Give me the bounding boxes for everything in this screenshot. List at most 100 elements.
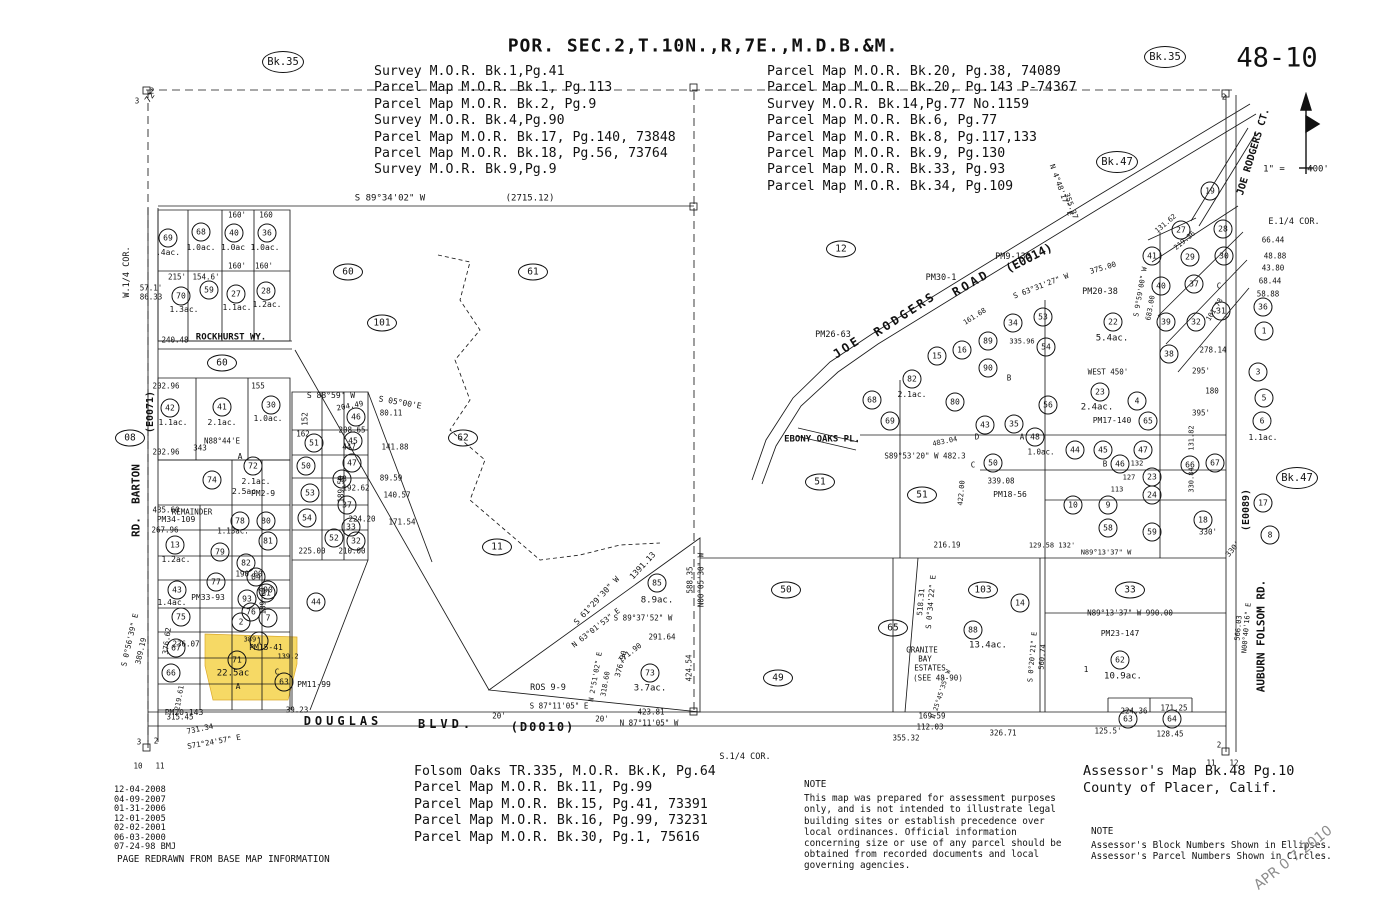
map-label: GRANITE (906, 645, 938, 655)
map-label: B (1006, 373, 1012, 383)
parcel-circle: 50 (296, 456, 316, 476)
parcel-circle: 69 (158, 228, 178, 248)
reference-line: Parcel Map M.O.R. Bk.18, Pg.56, 73764 (374, 146, 668, 162)
block-ellipse: 60 (207, 354, 237, 372)
parcel-circle: 75 (171, 607, 191, 627)
parcel-circle: 23 (1142, 467, 1162, 487)
parcel-circle: 23 (1090, 382, 1110, 402)
map-label: 1.1ac. (158, 418, 188, 427)
parcel-circle: 52 (324, 528, 344, 548)
map-label: 160' (254, 261, 274, 271)
parcel-circle: 84 (246, 567, 266, 587)
block-ellipse: 61 (518, 263, 548, 281)
map-label: E.1/4 COR. (1268, 216, 1320, 227)
map-label: S.1/4 COR. (719, 751, 771, 762)
map-label: PM30-1 (925, 272, 957, 283)
parcel-circle: 30 (261, 395, 281, 415)
map-label: 291.64 (648, 632, 676, 642)
street-label: JOE RODGERS CT. (1235, 107, 1272, 197)
map-label: S89°53'20" W 482.3 (884, 451, 966, 461)
parcel-circle: 44 (306, 592, 326, 612)
map-label: 125.5' (1094, 726, 1122, 736)
map-label: 113 (1110, 485, 1124, 494)
map-label: S 88°59' W (306, 391, 356, 400)
map-label: 141.88 (381, 442, 409, 452)
map-label: 1.2ac. (161, 555, 191, 564)
map-label: ROS 9-9 (530, 682, 566, 693)
parcel-circle: 3 (1248, 362, 1268, 382)
parcel-circle: 6 (1252, 411, 1272, 431)
street-label: (E0014) (1003, 240, 1055, 276)
reference-line: Parcel Map M.O.R. Bk.8, Pg.117,133 (767, 129, 1037, 145)
parcel-circle: 59 (199, 280, 219, 300)
reference-line: Survey M.O.R. Bk.4,Pg.90 (374, 113, 565, 129)
street-label: ROCKHURST WY. (195, 332, 267, 343)
map-label: WEST 450' (1087, 367, 1129, 377)
street-label: EBONY OAKS PL. (784, 434, 860, 445)
map-label: 1.0ac. (250, 243, 280, 252)
map-label: PM23-147 (1100, 629, 1140, 638)
map-label: 395' (1191, 408, 1211, 418)
parcel-circle: 1 (249, 631, 269, 651)
map-label: 1.1ac. (222, 303, 252, 312)
map-label: A (237, 452, 243, 461)
map-label: 1.0ac. (253, 414, 283, 423)
highlighted-parcel-71 (204, 633, 298, 701)
parcel-circle: 5 (1254, 388, 1274, 408)
parcel-circle: 54 (1036, 337, 1056, 357)
parcel-circle: 27 (226, 284, 246, 304)
reference-line: Parcel Map M.O.R. Bk.1, Pg.113 (374, 80, 613, 96)
revision-date: 12-01-2005 (114, 813, 166, 824)
map-label: 192.62 (342, 483, 370, 493)
map-label: N00°05'30" W (696, 552, 706, 608)
map-label: 2 (149, 86, 155, 96)
book-ellipse: Bk.35 (262, 51, 304, 73)
legend-line: Assessor's Parcel Numbers Shown in Circl… (1091, 851, 1332, 862)
parcel-circle: 28 (1213, 219, 1233, 239)
reference-line: Parcel Map M.O.R. Bk.2, Pg.9 (374, 96, 597, 112)
map-label: 224.20 (348, 514, 376, 524)
map-label: A (235, 682, 241, 691)
parcel-circle: 68 (191, 222, 211, 242)
block-ellipse: 49 (763, 669, 793, 687)
parcel-circle: 37 (1184, 274, 1204, 294)
map-label: 731.34 (185, 721, 215, 736)
parcel-circle: 28 (256, 281, 276, 301)
map-label: C (970, 460, 976, 470)
map-label: 180 (1205, 386, 1219, 396)
map-label: 160' (227, 261, 247, 271)
parcel-circle: 51 (304, 433, 324, 453)
map-label: 112.03 (916, 722, 944, 732)
map-label: REMAINDER (171, 507, 213, 517)
map-label: 86.33 (139, 292, 163, 302)
map-label: PM17-140 (1092, 416, 1132, 425)
map-label: PM9-130 (995, 251, 1031, 262)
map-label: (SEE 48-90) (913, 673, 963, 683)
parcel-circle: 77 (206, 572, 226, 592)
assessor-map-caption: Assessor's Map Bk.48 Pg.10 County of Pla… (1083, 763, 1294, 797)
reference-line: Parcel Map M.O.R. Bk.33, Pg.93 (767, 162, 1006, 178)
revision-date: 07-24-98 BMJ (114, 842, 177, 852)
block-ellipse: 62 (448, 429, 478, 447)
parcel-circle: 38 (1159, 344, 1179, 364)
map-label: 588.35 (685, 566, 695, 594)
parcel-circle: 10 (1063, 495, 1083, 515)
map-label: 12 (1229, 758, 1239, 768)
legend-note: NOTE Assessor's Block Numbers Shown in E… (1091, 826, 1332, 862)
map-label: 13.4ac. (969, 640, 1007, 651)
parcel-circle: 43 (975, 415, 995, 435)
map-label: S 0°20'21" E (1026, 631, 1039, 683)
map-label: 43.80 (1261, 263, 1285, 273)
map-label: 2 (1216, 740, 1222, 750)
map-label: W.1/4 COR. (121, 246, 132, 298)
revision-date: 01-31-2006 (114, 804, 166, 814)
map-label: 202.96 (152, 381, 180, 391)
parcel-circle: 40 (1151, 276, 1171, 296)
map-label: 400' (1307, 164, 1329, 175)
parcel-circle: 62 (1110, 650, 1130, 670)
map-label: 1.0ac. (1027, 447, 1055, 457)
parcel-circle: 24 (1142, 485, 1162, 505)
map-label: 3 (136, 737, 142, 747)
parcel-circle: 78 (230, 511, 250, 531)
